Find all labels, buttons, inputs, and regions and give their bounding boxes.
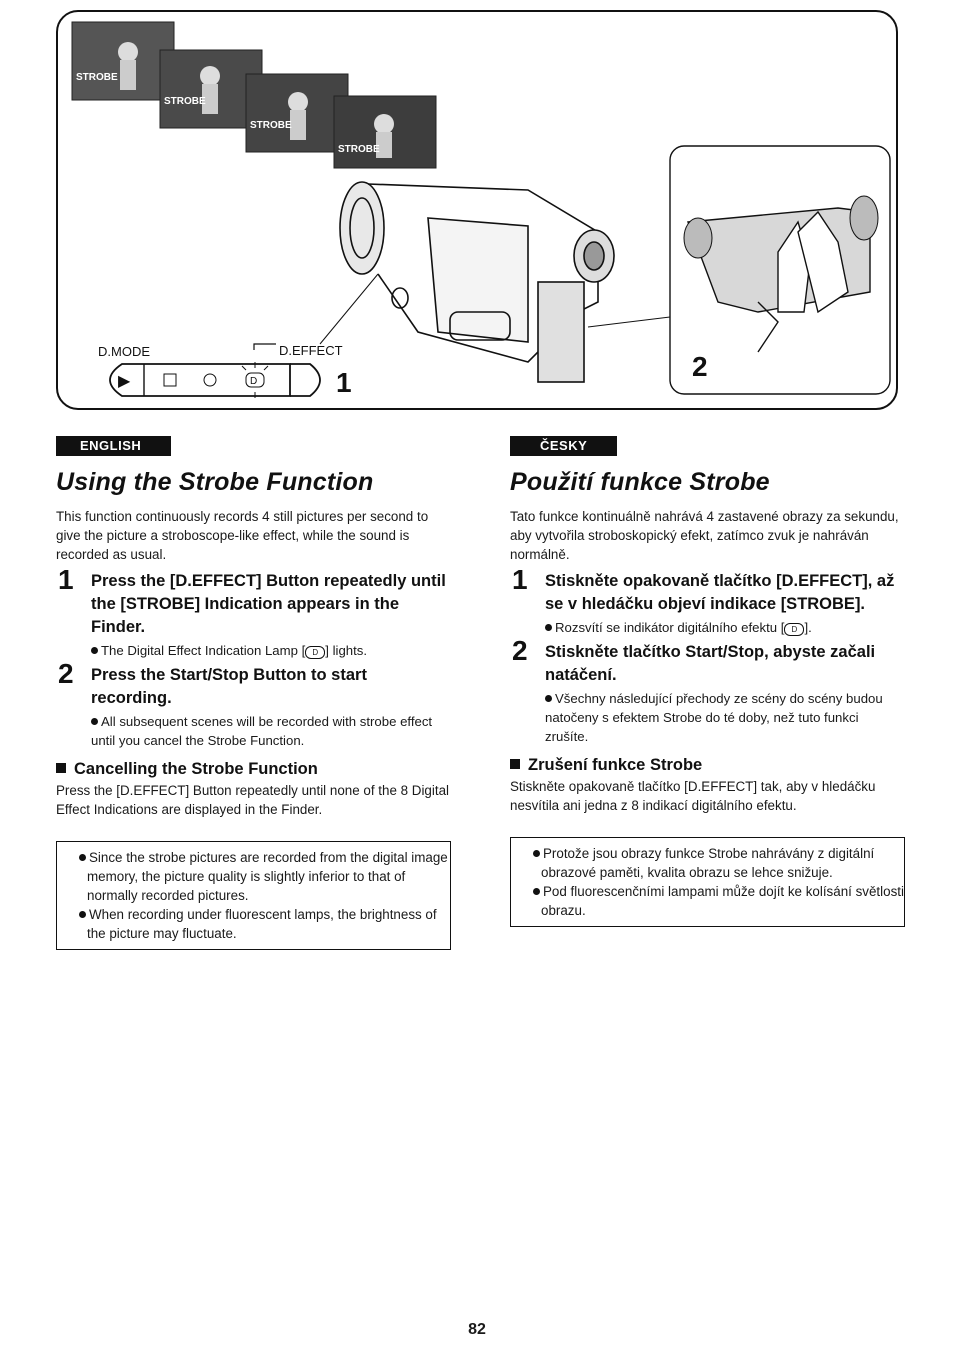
digital-effect-lamp-icon xyxy=(245,372,265,388)
czech-step-2-text: Stiskněte tlačítko Start/Stop, abyste za… xyxy=(545,643,876,684)
picture-mode-icon xyxy=(163,373,177,387)
camcorder-drawing xyxy=(339,181,615,383)
czech-step-1-note: Rozsvítí se indikátor digitálního efektu… xyxy=(545,618,905,637)
digital-effect-lamp-icon: D xyxy=(784,623,805,636)
czech-title: Použití funkce Strobe xyxy=(510,468,770,496)
english-step-2-note: All subsequent scenes will be recorded w… xyxy=(91,714,433,748)
bullet-icon xyxy=(79,911,86,918)
callout-1: 1 xyxy=(336,367,352,398)
english-cancel-text: Press the [D.EFFECT] Button repeatedly u… xyxy=(56,783,449,817)
czech-cancel-text: Stiskněte opakovaně tlačítko [D.EFFECT] … xyxy=(510,779,876,813)
english-step-2-number: 2 xyxy=(58,658,74,689)
czech-column: ČESKY Použití funkce Strobe Tato funkce … xyxy=(510,436,905,927)
czech-cancel-heading: Zrušení funkce Strobe xyxy=(510,756,905,775)
czech-step-1-number: 1 xyxy=(512,564,528,595)
bullet-icon xyxy=(79,854,86,861)
bullet-icon xyxy=(91,647,98,654)
czech-note-box: Protože jsou obrazy funkce Strobe nahráv… xyxy=(510,837,905,927)
bullet-icon xyxy=(91,718,98,725)
english-intro: This function continuously records 4 sti… xyxy=(56,509,429,562)
czech-language-tag: ČESKY xyxy=(510,436,618,456)
square-bullet-icon xyxy=(510,759,520,769)
czech-step-1: 1 Stiskněte opakovaně tlačítko [D.EFFECT… xyxy=(510,564,905,637)
frame-label-4: STROBE xyxy=(338,144,380,155)
english-step-1-text: Press the [D.EFFECT] Button repeatedly u… xyxy=(91,572,446,636)
czech-intro: Tato funkce kontinuálně nahrává 4 zastav… xyxy=(510,509,899,562)
czech-step-1-text: Stiskněte opakovaně tlačítko [D.EFFECT],… xyxy=(545,572,895,613)
czech-note-2: Pod fluorescenčními lampami může dojít k… xyxy=(533,882,904,920)
illustration-svg: STROBE STROBE STROBE STROBE xyxy=(71,21,891,398)
deffect-label: D.EFFECT xyxy=(279,343,343,358)
english-note-box: Since the strobe pictures are recorded f… xyxy=(56,841,451,950)
english-step-1-number: 1 xyxy=(58,564,74,595)
english-note-1: Since the strobe pictures are recorded f… xyxy=(79,848,450,905)
page-number: 82 xyxy=(468,1321,486,1338)
czech-step-2: 2 Stiskněte tlačítko Start/Stop, abyste … xyxy=(510,635,905,746)
english-cancel-heading: Cancelling the Strobe Function xyxy=(56,760,451,779)
czech-step-2-note: Všechny následující přechody ze scény do… xyxy=(545,691,883,744)
bullet-icon xyxy=(533,888,540,895)
czech-note-1: Protože jsou obrazy funkce Strobe nahráv… xyxy=(533,844,904,882)
english-note-2: When recording under fluorescent lamps, … xyxy=(79,905,450,943)
record-mode-icon xyxy=(203,373,217,387)
english-step-1: 1 Press the [D.EFFECT] Button repeatedly… xyxy=(56,564,451,660)
frame-label-1: STROBE xyxy=(76,72,118,83)
english-step-2-text: Press the Start/Stop Button to start rec… xyxy=(91,666,367,707)
callout-2: 2 xyxy=(692,351,708,382)
play-icon: ▶ xyxy=(118,371,131,390)
digital-effect-lamp-icon: D xyxy=(305,646,326,659)
dmode-button-panel: ▶ D xyxy=(109,362,321,398)
frame-label-3: STROBE xyxy=(250,120,292,131)
camcorder-illustration: STROBE STROBE STROBE STROBE xyxy=(56,10,898,410)
english-step-2: 2 Press the Start/Stop Button to start r… xyxy=(56,658,451,750)
bullet-icon xyxy=(533,850,540,857)
hand-inset: 2 xyxy=(587,145,891,395)
czech-step-2-number: 2 xyxy=(512,635,528,666)
english-title: Using the Strobe Function xyxy=(56,468,374,496)
dmode-label: D.MODE xyxy=(98,344,150,359)
bullet-icon xyxy=(545,695,552,702)
english-column: ENGLISH Using the Strobe Function This f… xyxy=(56,436,451,950)
frame-label-2: STROBE xyxy=(164,96,206,107)
strobe-frames: STROBE STROBE STROBE STROBE xyxy=(71,21,437,169)
bullet-icon xyxy=(545,624,552,631)
lamp-glyph: D xyxy=(250,376,257,387)
english-language-tag: ENGLISH xyxy=(56,436,172,456)
square-bullet-icon xyxy=(56,763,66,773)
english-step-1-note: The Digital Effect Indication Lamp [D] l… xyxy=(91,641,451,660)
